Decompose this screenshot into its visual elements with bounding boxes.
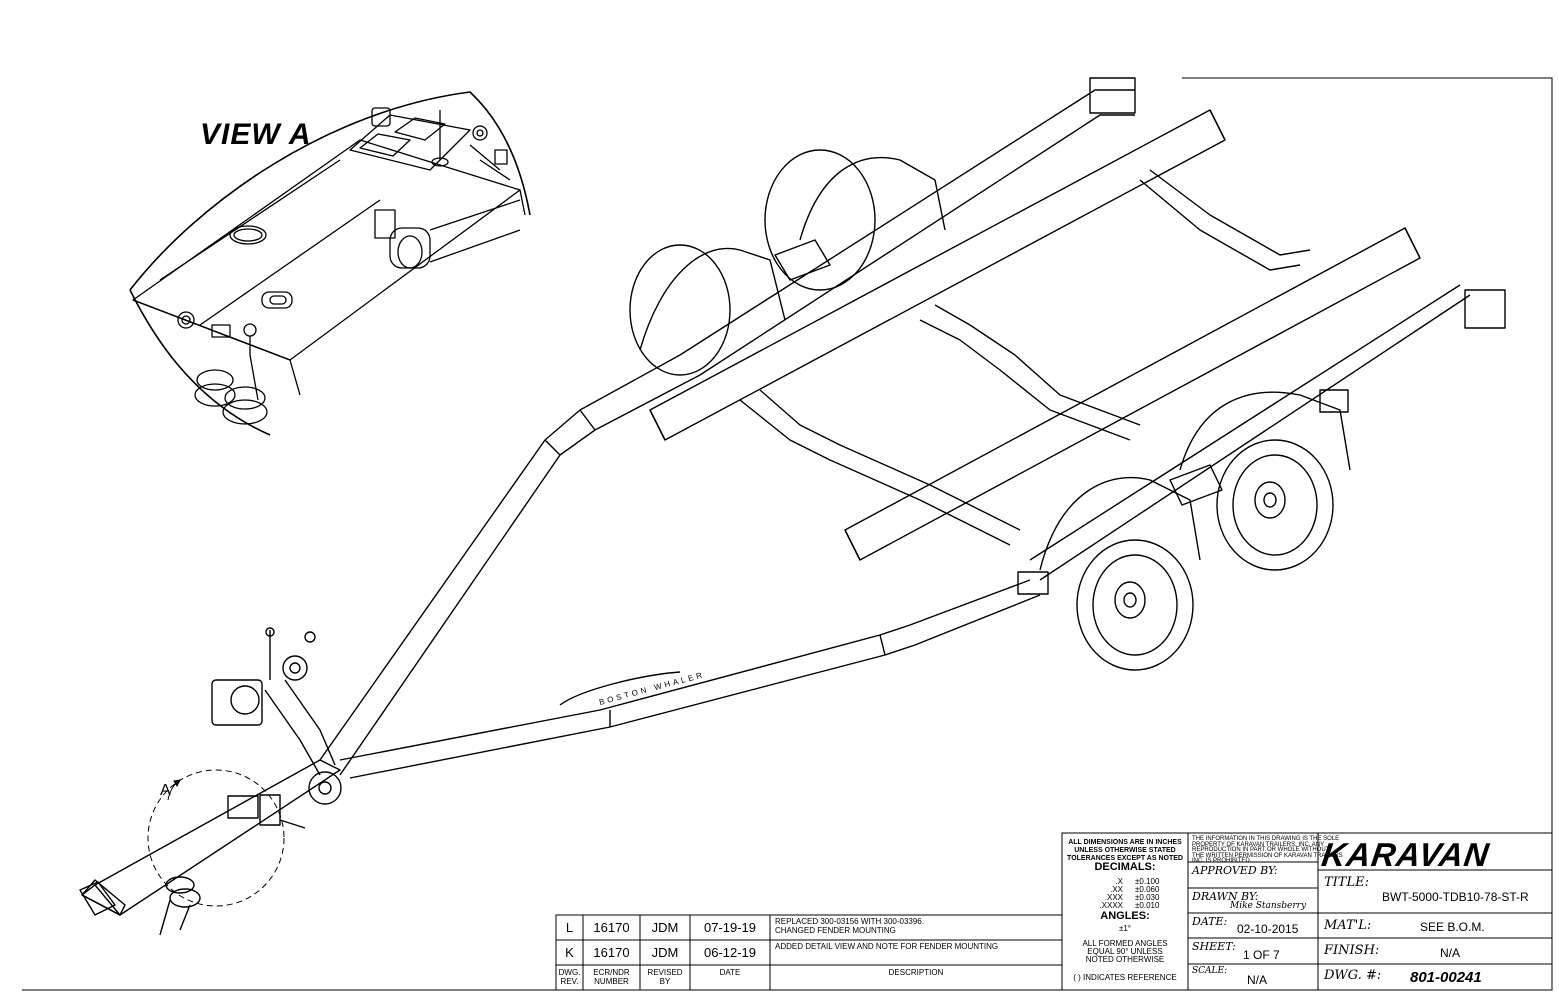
angles-tol: ±1°: [1118, 924, 1132, 933]
sheet-value: 1 OF 7: [1243, 948, 1280, 962]
decimal-tol-2: ±0.060: [1135, 885, 1160, 894]
view-a-callout: [147, 769, 285, 907]
decimal-place-2: .XX: [1110, 885, 1123, 894]
finish-value: N/A: [1440, 946, 1461, 960]
karavan-logo: KARAVAN: [1319, 836, 1492, 873]
rev-header-ecr-1: ECR/NDR: [593, 968, 630, 977]
formed-angles-1: ALL FORMED ANGLES: [1082, 939, 1168, 948]
drawn-value: Mike Stansberry: [1230, 901, 1307, 911]
dwg-number: 801-00241: [1410, 969, 1482, 986]
drawn-label: DRAWN BY:: [1192, 890, 1259, 903]
proprietary-4: THE WRITTEN PERMISSION OF KARAVAN TRAILE…: [1192, 852, 1343, 859]
rev-row-1-desc-line2: CHANGED FENDER MOUNTING: [775, 926, 896, 935]
proprietary-2: PROPERTY OF KARAVAN TRAILERS, INC. ANY: [1192, 841, 1325, 848]
rev-header-date: DATE: [719, 968, 741, 977]
rev-header-rev-1: DWG.: [558, 968, 581, 977]
matl-value: SEE B.O.M.: [1420, 920, 1485, 934]
scale-label: SCALE:: [1192, 966, 1228, 976]
decimal-place-4: .XXXX: [1099, 901, 1123, 910]
view-a-detail: [129, 91, 531, 436]
rev-header-by-2: BY: [659, 977, 671, 986]
approved-label: APPROVED BY:: [1192, 864, 1278, 877]
decimal-tol-4: ±0.010: [1135, 901, 1160, 910]
callout-arrow: [167, 779, 181, 801]
rev-row-1-desc-line1: REPLACED 300-03156 WITH 300-03396.: [775, 917, 924, 926]
rev-row-2-desc: ADDED DETAIL VIEW AND NOTE FOR FENDER MO…: [775, 942, 999, 951]
date-value: 02-10-2015: [1237, 922, 1299, 936]
decimal-place-1: .X: [1115, 877, 1123, 886]
rev-header-desc: DESCRIPTION: [888, 968, 944, 977]
rev-row-2-by: JDM: [651, 945, 679, 960]
tolerance-note-3: TOLERANCES EXCEPT AS NOTED: [1067, 855, 1183, 862]
proprietary-5: INC. IS PROHIBITED.: [1192, 858, 1252, 864]
finish-label: FINISH:: [1324, 943, 1380, 958]
title-label: TITLE:: [1324, 875, 1369, 890]
rev-header-rev-2: REV.: [560, 977, 579, 986]
tolerance-note-2: UNLESS OTHERWISE STATED: [1074, 847, 1176, 854]
rev-header-ecr-2: NUMBER: [594, 977, 629, 986]
decimal-place-3: .XXX: [1104, 893, 1123, 902]
rev-row-2-date: 06-12-19: [703, 945, 757, 960]
rev-row-1-by: JDM: [651, 920, 679, 935]
dwg-label: DWG. #:: [1324, 968, 1382, 983]
date-label: DATE:: [1192, 915, 1228, 928]
rev-row-2-ecr: 16170: [593, 945, 630, 960]
rev-row-1-ecr: 16170: [593, 920, 630, 935]
formed-angles-2: EQUAL 90° UNLESS: [1087, 947, 1163, 956]
decimal-tol-3: ±0.030: [1135, 893, 1160, 902]
trailer-frame: [79, 77, 1506, 936]
matl-label: MAT'L:: [1324, 918, 1372, 933]
rev-row-2-rev: K: [565, 945, 574, 960]
sheet-label: SHEET:: [1192, 940, 1236, 953]
formed-angles-3: NOTED OTHERWISE: [1085, 955, 1165, 964]
rev-header-by-1: REVISED: [647, 968, 683, 977]
detail-callout-letter: A: [160, 782, 171, 799]
proprietary-1: THE INFORMATION IN THIS DRAWING IS THE S…: [1192, 836, 1340, 842]
tolerance-note-1: ALL DIMENSIONS ARE IN INCHES: [1068, 839, 1182, 846]
proprietary-3: REPRODUCTION IN PART OR WHOLE WITHOUT: [1192, 847, 1330, 853]
angles-heading: ANGLES:: [1100, 910, 1150, 922]
decimals-heading: DECIMALS:: [1094, 861, 1156, 873]
title-value: BWT-5000-TDB10-78-ST-R: [1382, 890, 1529, 904]
decimal-tol-1: ±0.100: [1135, 877, 1160, 886]
rev-row-1-rev: L: [565, 920, 574, 935]
reference-note: ( ) INDICATES REFERENCE: [1073, 973, 1177, 982]
view-a-title: VIEW A: [200, 118, 312, 151]
rev-row-1-date: 07-19-19: [703, 920, 757, 935]
scale-value: N/A: [1247, 973, 1268, 987]
